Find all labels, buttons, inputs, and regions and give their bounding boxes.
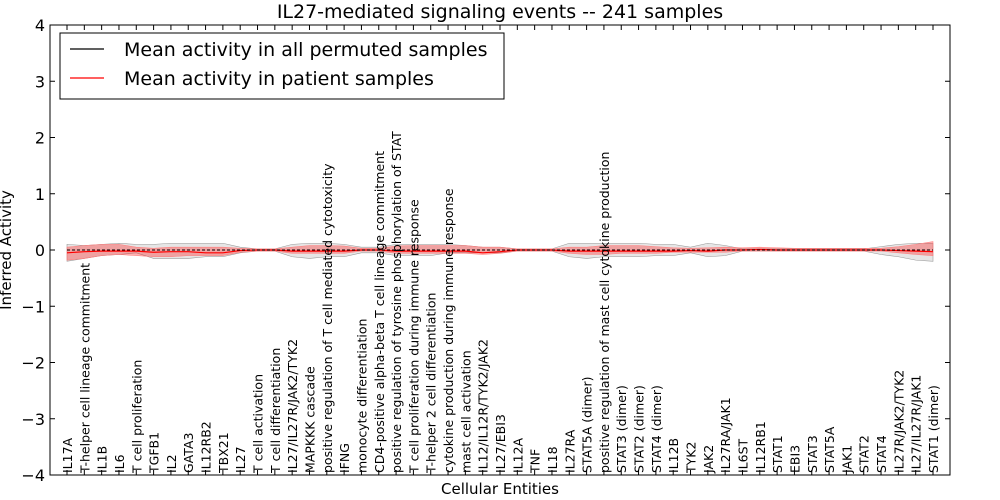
category-label: cytokine production during immune respon… xyxy=(441,188,456,473)
category-label: T cell proliferation during immune respo… xyxy=(406,199,421,474)
category-label: IL27RA xyxy=(562,429,577,473)
category-label: T-helper cell lineage commitment xyxy=(77,263,92,474)
category-label: monocyte differentiation xyxy=(354,319,369,473)
category-label: STAT4 xyxy=(874,435,889,473)
y-tick-label: −2 xyxy=(21,354,45,373)
category-label: IL27R/JAK2/TYK2 xyxy=(891,370,906,473)
y-tick-label: −1 xyxy=(21,297,45,316)
category-label: IL27/EBI3 xyxy=(493,414,508,473)
category-label: JAK1 xyxy=(839,445,854,474)
category-label: CD4-positive alpha-beta T cell lineage c… xyxy=(372,151,387,473)
category-label: IL12A xyxy=(510,437,525,473)
category-label: positive regulation of tyrosine phosphor… xyxy=(389,131,404,473)
category-label: STAT5A (dimer) xyxy=(580,377,595,473)
category-label: T cell activation xyxy=(251,374,266,474)
x-axis-ticks xyxy=(66,25,934,475)
y-tick-label: 0 xyxy=(35,241,45,260)
y-tick-label: 1 xyxy=(35,185,45,204)
category-label: mast cell activation xyxy=(458,350,473,473)
band-patient xyxy=(66,241,934,261)
category-label: IL18 xyxy=(545,446,560,473)
category-label: T cell proliferation xyxy=(129,360,144,474)
category-label: IL12RB1 xyxy=(753,421,768,473)
chart-title: IL27-mediated signaling events -- 241 sa… xyxy=(277,1,723,23)
category-label: IL27RA/JAK1 xyxy=(718,397,733,473)
category-label: IL17A xyxy=(60,437,75,473)
y-tick-label: −4 xyxy=(21,466,45,485)
category-label: STAT2 xyxy=(857,435,872,473)
category-label: EBI3 xyxy=(787,445,802,473)
legend-label-patient: Mean activity in patient samples xyxy=(124,68,434,90)
y-tick-label: 3 xyxy=(35,72,45,91)
category-label: IL12/IL12R/TYK2/JAK2 xyxy=(476,339,491,473)
series-lines xyxy=(66,248,934,254)
category-label: IFNG xyxy=(337,443,352,473)
y-axis: 4 3 2 1 0 −1 −2 −3 −4 xyxy=(21,16,950,485)
category-label: positive regulation of T cell mediated c… xyxy=(320,163,335,473)
category-label: STAT1 xyxy=(770,435,785,473)
category-label: IL2 xyxy=(164,454,179,473)
legend-label-permuted: Mean activity in all permuted samples xyxy=(124,39,487,61)
legend-box xyxy=(59,32,505,100)
category-label: GATA3 xyxy=(181,433,196,473)
category-label: IL6 xyxy=(112,454,127,473)
category-label: TGFB1 xyxy=(147,432,162,474)
category-label: TYK2 xyxy=(684,442,699,474)
category-label: IL1B xyxy=(95,446,110,473)
category-label: TBX21 xyxy=(216,432,231,474)
category-label: TNF xyxy=(528,449,543,474)
y-tick-label: −3 xyxy=(21,410,45,429)
y-tick-label: 4 xyxy=(35,16,45,35)
category-label: JAK2 xyxy=(701,445,716,474)
category-label: IL27 xyxy=(233,446,248,473)
category-label: IL27/IL27R/JAK2/TYK2 xyxy=(285,339,300,473)
category-label: STAT1 (dimer) xyxy=(926,385,941,473)
y-axis-label: Inferred Activity xyxy=(0,190,15,310)
category-label: IL6ST xyxy=(735,438,750,473)
category-label: STAT3 (dimer) xyxy=(614,385,629,473)
category-label: IL27/IL27R/JAK1 xyxy=(909,375,924,473)
category-label: IL12B xyxy=(666,438,681,473)
y-tick-label: 2 xyxy=(35,129,45,148)
category-label: T-helper 2 cell differentiation xyxy=(424,293,439,474)
category-label: MAPKKK cascade xyxy=(302,366,317,473)
legend: Mean activity in all permuted samples Me… xyxy=(59,32,505,100)
category-label: STAT4 (dimer) xyxy=(649,385,664,473)
category-label: T cell differentiation xyxy=(268,348,283,474)
category-label: IL12RB2 xyxy=(199,421,214,473)
plot-frame xyxy=(49,24,951,476)
category-label: STAT5A xyxy=(822,426,837,473)
category-label: positive regulation of mast cell cytokin… xyxy=(597,152,612,473)
x-axis-label: Cellular Entities xyxy=(441,480,559,498)
category-label: STAT2 (dimer) xyxy=(632,385,647,473)
category-label: STAT3 xyxy=(805,435,820,473)
